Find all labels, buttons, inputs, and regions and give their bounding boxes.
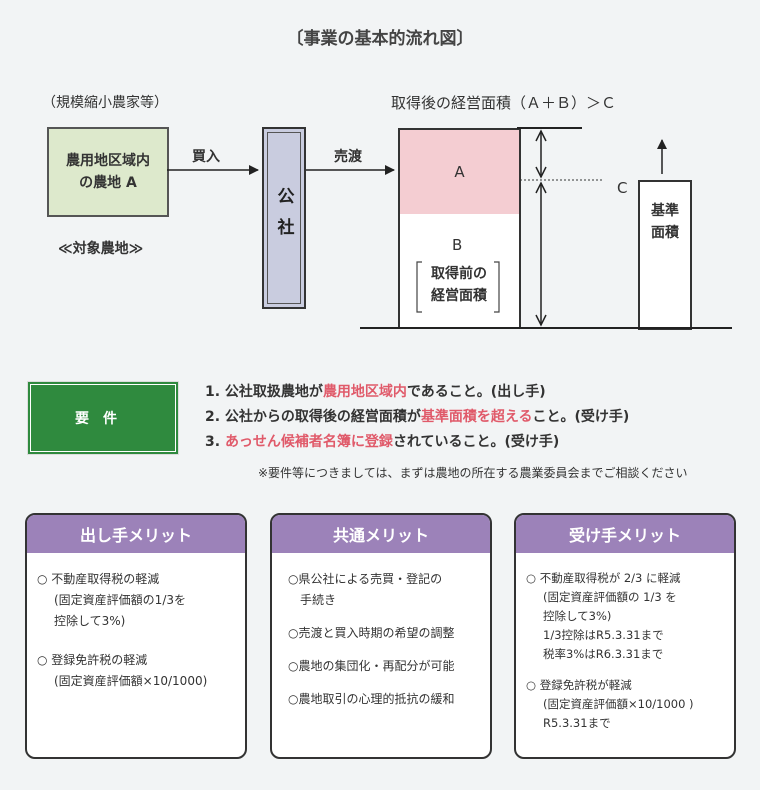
requirement-2: 2. 公社からの取得後の経営面積が基準面積を超えること。(受け手) xyxy=(205,406,629,426)
buyer-item-1-line-4: 1/3控除はR5.3.31まで xyxy=(543,628,664,642)
requirement-3: 3. あっせん候補者名簿に登録されていること。(受け手) xyxy=(205,431,559,451)
seller-merit-card: 出し手メリット ○ 不動産取得税の軽減 (固定資産評価額の1/3を 控除して3%… xyxy=(25,513,247,759)
seller-item-2-line-2: (固定資産評価額×10/1000) xyxy=(54,674,208,688)
buyer-merit-item: ○ 登録免許税が軽減 (固定資産評価額×10/1000 ) R5.3.31まで xyxy=(526,676,724,733)
c-label: C xyxy=(617,179,628,197)
area-a-label: A xyxy=(454,163,465,181)
seller-merit-item: ○ 登録免許税の軽減 (固定資産評価額×10/1000) xyxy=(37,650,235,692)
common-merit-item: ○県公社による売買・登記の 手続き xyxy=(288,569,480,611)
before-area-line1: 取得前の xyxy=(431,266,487,282)
buyer-merit-title: 受け手メリット xyxy=(516,515,734,553)
requirement-1-highlight: 農用地区域内 xyxy=(322,384,407,400)
corporation-label: 公社 xyxy=(273,187,294,249)
area-b-label: B xyxy=(452,236,463,254)
area-a-box: A xyxy=(398,128,521,216)
buyer-item-1-line-2: (固定資産評価額の 1/3 を xyxy=(543,590,677,604)
common-merit-card: 共通メリット ○県公社による売買・登記の 手続き ○売渡と買入時期の希望の調整 … xyxy=(270,513,492,759)
area-b-box xyxy=(398,214,521,329)
farm-box-line1: 農用地区域内 xyxy=(66,153,150,169)
seller-item-1-line-2: (固定資産評価額の1/3を xyxy=(54,593,186,607)
common-item-1-line-1: ○県公社による売買・登記の xyxy=(288,572,443,586)
farm-box-line2: の農地 A xyxy=(79,175,137,191)
requirement-3-highlight: あっせん候補者名簿に登録 xyxy=(224,434,393,450)
seller-item-1-line-1: ○ 不動産取得税の軽減 xyxy=(37,572,160,586)
buy-label: 買入 xyxy=(192,149,220,165)
common-merit-item: ○売渡と買入時期の希望の調整 xyxy=(288,623,480,644)
after-area-label: 取得後の経営面積（Ａ＋Ｂ）＞Ｃ xyxy=(391,94,617,112)
buyer-item-1-line-5: 税率3%はR6.3.31まで xyxy=(543,647,664,661)
seller-merit-title: 出し手メリット xyxy=(27,515,245,553)
requirement-1-prefix: 1. 公社取扱農地が xyxy=(205,384,323,400)
left-bracket xyxy=(416,261,422,313)
small-farmer-label: （規模縮小農家等） xyxy=(42,95,168,111)
common-item-3-line-1: ○農地の集団化・再配分が可能 xyxy=(288,659,455,673)
standard-area-label: 基準 面積 xyxy=(640,200,690,244)
requirement-3-prefix: 3. xyxy=(205,434,225,450)
requirement-2-prefix: 2. 公社からの取得後の経営面積が xyxy=(205,409,421,425)
diagram-lines xyxy=(167,127,732,329)
buyer-item-2-line-2: (固定資産評価額×10/1000 ) xyxy=(543,697,694,711)
buyer-item-1-line-3: 控除して3%) xyxy=(543,609,612,623)
common-merit-title: 共通メリット xyxy=(272,515,490,553)
requirements-label-box: 要件 xyxy=(27,381,179,455)
requirement-1-suffix: であること。(出し手) xyxy=(406,384,546,400)
requirement-1: 1. 公社取扱農地が農用地区域内であること。(出し手) xyxy=(205,381,546,401)
common-merit-item: ○農地取引の心理的抵抗の緩和 xyxy=(288,689,480,710)
page-title: 〔事業の基本的流れ図〕 xyxy=(286,29,474,49)
requirement-3-suffix: されていること。(受け手) xyxy=(392,434,560,450)
buyer-merit-item: ○ 不動産取得税が 2/3 に軽減 (固定資産評価額の 1/3 を 控除して3%… xyxy=(526,569,724,664)
corporation-box: 公社 xyxy=(262,127,306,309)
common-item-1-line-2: 手続き xyxy=(300,593,337,607)
common-merit-item: ○農地の集団化・再配分が可能 xyxy=(288,656,480,677)
seller-merit-item: ○ 不動産取得税の軽減 (固定資産評価額の1/3を 控除して3%) xyxy=(37,569,235,632)
standard-area-line2: 面積 xyxy=(651,225,679,241)
seller-item-1-line-3: 控除して3%) xyxy=(54,614,126,628)
seller-item-2-line-1: ○ 登録免許税の軽減 xyxy=(37,653,148,667)
sell-label: 売渡 xyxy=(334,149,362,165)
requirements-label: 要件 xyxy=(75,411,131,427)
buyer-item-2-line-1: ○ 登録免許税が軽減 xyxy=(526,678,632,692)
target-land-label: ≪対象農地≫ xyxy=(58,241,144,257)
requirements-note: ※要件等につきましては、まずは農地の所在する農業委員会までご相談ください xyxy=(258,466,688,480)
requirement-2-suffix: こと。(受け手) xyxy=(532,409,630,425)
standard-area-box xyxy=(638,180,692,330)
right-bracket xyxy=(494,261,500,313)
buyer-item-1-line-1: ○ 不動産取得税が 2/3 に軽減 xyxy=(526,571,681,585)
requirement-2-highlight: 基準面積を超える xyxy=(420,409,533,425)
buyer-item-2-line-3: R5.3.31まで xyxy=(543,716,611,730)
before-area-label: 取得前の 経営面積 xyxy=(422,263,496,307)
common-item-2-line-1: ○売渡と買入時期の希望の調整 xyxy=(288,626,455,640)
before-area-line2: 経営面積 xyxy=(431,288,487,304)
farm-land-box: 農用地区域内 の農地 A xyxy=(47,127,169,217)
buyer-merit-card: 受け手メリット ○ 不動産取得税が 2/3 に軽減 (固定資産評価額の 1/3 … xyxy=(514,513,736,759)
standard-area-line1: 基準 xyxy=(651,203,679,219)
common-item-4-line-1: ○農地取引の心理的抵抗の緩和 xyxy=(288,692,455,706)
